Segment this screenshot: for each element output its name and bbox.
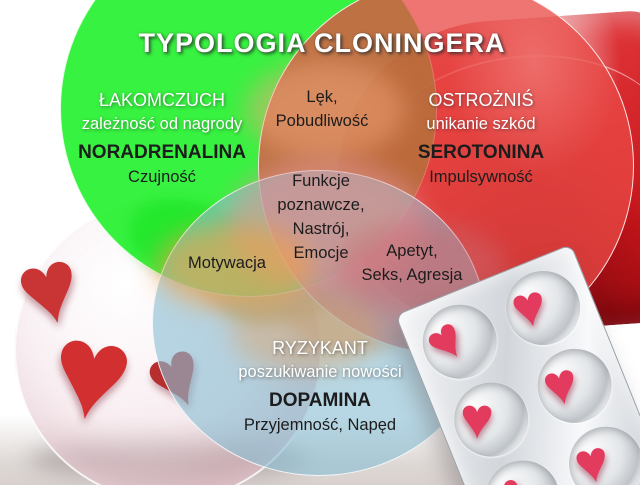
green-circle-labels: ŁAKOMCZUCH zależność od nagrody NORADREN… [78,88,246,190]
heart-pill-icon: ♥ [412,304,479,377]
red-type-label: OSTROŻNIŚ [428,90,534,110]
heart-pill-icon: ♥ [475,460,541,485]
blister-cell: ♥ [557,415,640,485]
heart-pill-icon: ♥ [505,271,553,343]
blister-cell: ♥ [526,337,623,435]
blue-circle-labels: RYZYKANT poszukiwanie nowości DOPAMINA P… [238,336,401,438]
blue-subtitle-label: poszukiwanie nowości [238,363,402,382]
overlap-green-red-label: Lęk, Pobudliwość [275,88,369,130]
overlap-green-blue-label: Motywacja [188,254,266,272]
blue-neurotransmitter-label: DOPAMINA [268,390,372,412]
heart-pill-icon: ♥ [568,427,616,485]
blister-cell: ♥ [411,293,508,390]
heart-pill-icon: ♥ [459,385,495,451]
red-subtitle-label: unikanie szkód [426,115,536,134]
diagram-title: TYPOLOGIA CLONINGERA [138,28,506,58]
overlap-center-label: Funkcje poznawcze, Nastrój, Emocje [277,172,365,262]
green-trait-label: Czujność [128,167,196,186]
red-circle-labels: OSTROŻNIŚ unikanie szkód SEROTONINA Impu… [418,88,544,190]
green-subtitle-label: zależność od nagrody [81,115,243,134]
blister-cell: ♥ [443,371,540,468]
blue-type-label: RYZYKANT [272,338,368,358]
green-type-label: ŁAKOMCZUCH [98,90,226,110]
overlap-red-blue-label: Apetyt, Seks, Agresja [361,242,463,284]
blue-trait-label: Przyjemność, Napęd [243,415,397,434]
red-neurotransmitter-label: SEROTONINA [417,142,545,164]
blister-cell: ♥ [494,259,592,357]
heart-pill-icon: ♥ [536,349,585,420]
green-neurotransmitter-label: NORADRENALINA [78,142,246,164]
red-trait-label: Impulsywność [429,167,533,186]
